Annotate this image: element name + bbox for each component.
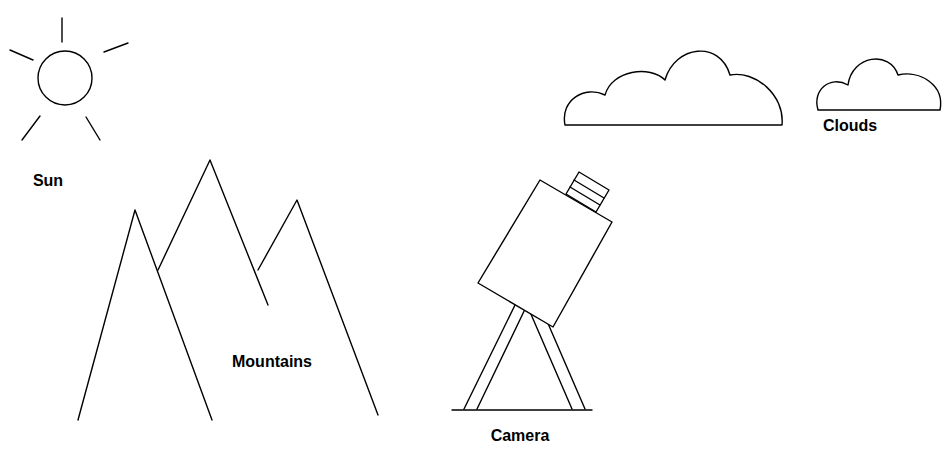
sun-symbol bbox=[10, 18, 128, 140]
camera-lens bbox=[566, 172, 609, 212]
sun-disc bbox=[38, 51, 92, 105]
tripod-leg bbox=[464, 303, 516, 409]
mountain-peak bbox=[158, 160, 268, 305]
sun-ray bbox=[104, 43, 128, 52]
mountain-peak bbox=[78, 210, 212, 420]
mountains-drawing bbox=[78, 160, 378, 420]
cloud-shape bbox=[564, 51, 782, 125]
sun-ray bbox=[61, 18, 62, 42]
tripod-leg bbox=[477, 305, 527, 409]
cloud-shape bbox=[817, 59, 941, 110]
ground-line bbox=[452, 409, 592, 410]
mountain-peak bbox=[258, 200, 378, 415]
part-label: Camera bbox=[491, 427, 550, 445]
lens-ring bbox=[574, 180, 604, 198]
camera-drawing bbox=[452, 172, 612, 410]
part-label: Sun bbox=[33, 172, 63, 190]
sun-ray bbox=[10, 50, 33, 60]
sun-ray bbox=[22, 116, 40, 140]
clouds-drawing bbox=[564, 51, 940, 125]
sun-ray bbox=[86, 117, 100, 140]
part-label: Mountains bbox=[232, 353, 312, 371]
lens-ring bbox=[570, 187, 600, 205]
part-label: Clouds bbox=[823, 117, 877, 135]
